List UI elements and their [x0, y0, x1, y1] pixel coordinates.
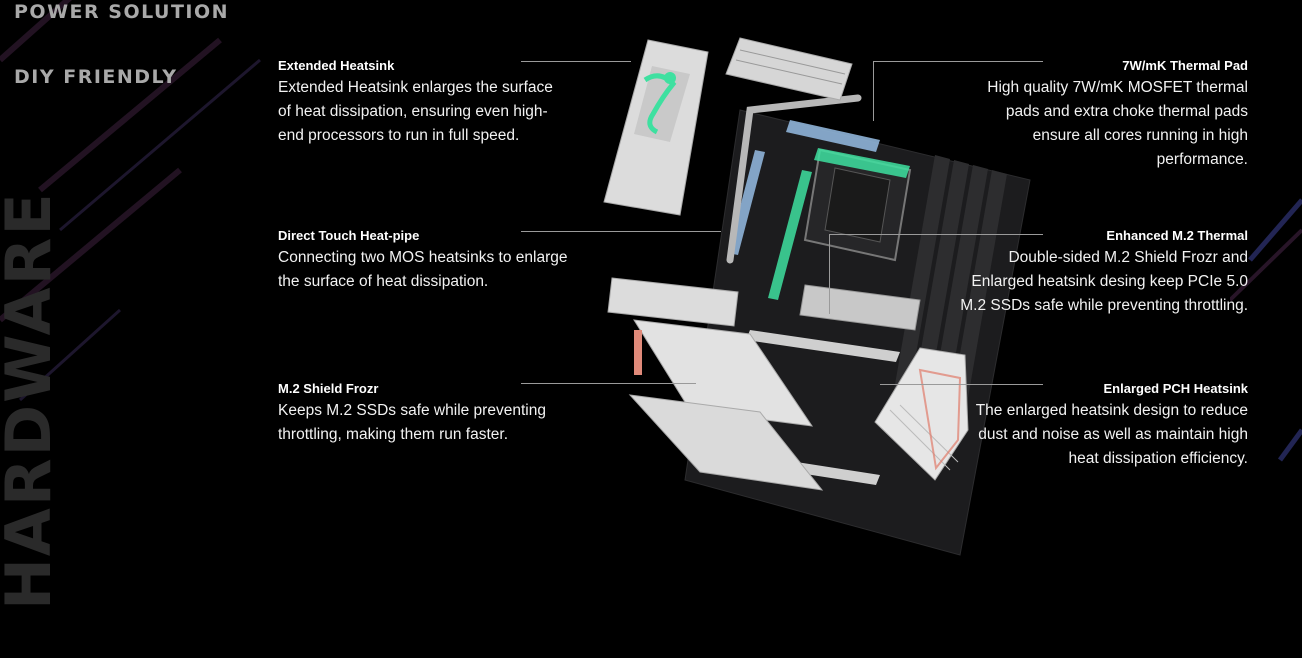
m2-shield-frozr-2 — [633, 319, 814, 427]
m2-shield-frozr-3 — [628, 394, 824, 491]
leader-line-pch — [880, 384, 1043, 385]
feature-description: High quality 7W/mK MOSFET thermal pads a… — [987, 79, 1248, 168]
leader-line-thermal-pad-drop — [873, 61, 874, 121]
feature-title: Direct Touch Heat-pipe — [278, 228, 420, 243]
feature-title: 7W/mK Thermal Pad — [1122, 58, 1248, 73]
leader-line-thermal-pad — [873, 61, 1043, 62]
ram-slots — [893, 155, 1007, 415]
thermal-pad-top — [786, 120, 880, 152]
thermal-pad-side — [768, 170, 812, 300]
feature-description: Keeps M.2 SSDs safe while preventing thr… — [278, 402, 546, 443]
background-stripes-right — [1230, 198, 1302, 462]
leader-line-m2-thermal-drop — [829, 234, 830, 314]
nav-power-solution[interactable]: POWER SOLUTION — [14, 1, 230, 23]
feature-enlarged-pch-heatsink: Enlarged PCH Heatsink The enlarged heats… — [958, 381, 1248, 471]
nav-diy-friendly[interactable]: DIY FRIENDLY — [14, 66, 178, 88]
feature-enhanced-m2-thermal: Enhanced M.2 Thermal Double-sided M.2 Sh… — [958, 228, 1248, 318]
feature-title: Enlarged PCH Heatsink — [1103, 381, 1249, 396]
top-heatsink — [725, 37, 853, 101]
feature-description: Connecting two MOS heatsinks to enlarge … — [278, 249, 568, 290]
leader-line-heat-pipe — [521, 231, 721, 232]
leader-line-extended-heatsink — [521, 61, 631, 62]
feature-title: M.2 Shield Frozr — [278, 381, 379, 396]
m2-heatsink-top — [799, 284, 921, 331]
motherboard-image — [603, 37, 1031, 556]
feature-title: Extended Heatsink — [278, 58, 395, 73]
m2-shield-frozr-1 — [607, 277, 739, 327]
feature-title: Enhanced M.2 Thermal — [1106, 228, 1248, 243]
feature-direct-touch-heat-pipe: Direct Touch Heat-pipe Connecting two MO… — [278, 228, 568, 294]
feature-m2-shield-frozr: M.2 Shield Frozr Keeps M.2 SSDs safe whi… — [278, 381, 568, 447]
thermal-pad-mos — [814, 148, 910, 178]
background-stripes-left — [0, 0, 261, 402]
feature-description: Double-sided M.2 Shield Frozr and Enlarg… — [960, 249, 1248, 314]
leader-line-m2-thermal — [829, 234, 1043, 235]
section-title-hardware: HARDWARE — [0, 191, 65, 610]
feature-thermal-pad: 7W/mK Thermal Pad High quality 7W/mK MOS… — [958, 58, 1248, 172]
heat-pipe — [726, 94, 862, 264]
feature-description: The enlarged heatsink design to reduce d… — [975, 402, 1248, 467]
leader-line-m2-shield — [521, 383, 696, 384]
feature-extended-heatsink: Extended Heatsink Extended Heatsink enla… — [278, 58, 568, 148]
feature-description: Extended Heatsink enlarges the surface o… — [278, 79, 553, 144]
